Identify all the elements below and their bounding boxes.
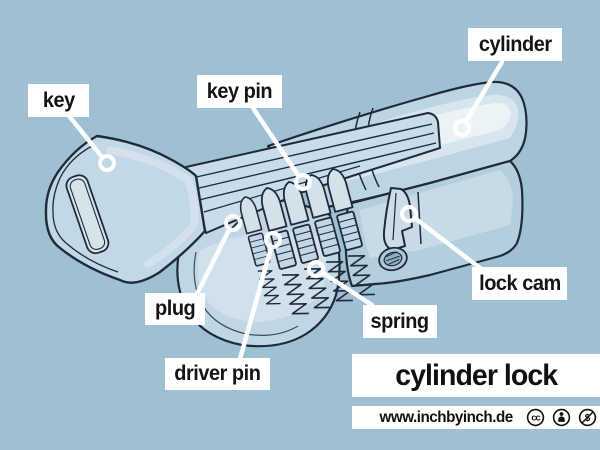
cc-icon: cc [526, 408, 545, 427]
screw-hole [378, 246, 408, 272]
leader-line-cylinder [463, 59, 505, 124]
anchor-circle-cylinder [453, 119, 471, 137]
anchor-circle-driver-pin [264, 231, 282, 249]
label-lock-cam: lock cam [472, 267, 567, 300]
svg-text:cc: cc [531, 413, 540, 423]
label-key-pin: key pin [197, 75, 282, 108]
key-head-slot [65, 174, 110, 255]
leader-line-driver-pin [237, 245, 274, 362]
diagram-title: cylinder lock [352, 354, 600, 397]
leader-line-plug [194, 227, 232, 297]
anchor-circle-key [98, 154, 116, 172]
anchor-circle-plug [224, 214, 242, 232]
diagram-title-text: cylinder lock [395, 358, 558, 392]
by-icon [552, 408, 571, 427]
label-cylinder: cylinder [468, 28, 562, 61]
anchor-circle-key-pin [294, 173, 312, 191]
footer-bar: www.inchbyinch.de cc $ [352, 406, 600, 429]
nc-icon: $ [578, 408, 597, 427]
label-plug: plug [145, 293, 205, 325]
svg-text:$: $ [585, 413, 591, 424]
pin-stacks [239, 168, 375, 315]
website-url: www.inchbyinch.de [379, 408, 513, 426]
leader-line-key-pin [250, 105, 301, 178]
pin-stack-5 [326, 168, 375, 296]
label-driver-pin: driver pin [165, 358, 270, 390]
label-key: key [28, 84, 89, 117]
label-spring: spring [363, 305, 437, 338]
leader-line-lock-cam [413, 216, 483, 271]
pin-stack-1 [239, 196, 281, 305]
key-illustration [44, 134, 207, 284]
pin-stack-4 [304, 174, 353, 302]
leader-lines [67, 59, 505, 362]
anchor-circle-spring [307, 260, 325, 278]
leader-line-spring [320, 270, 375, 308]
leader-line-key [67, 114, 105, 160]
anchor-circle-lock-cam [400, 205, 418, 223]
